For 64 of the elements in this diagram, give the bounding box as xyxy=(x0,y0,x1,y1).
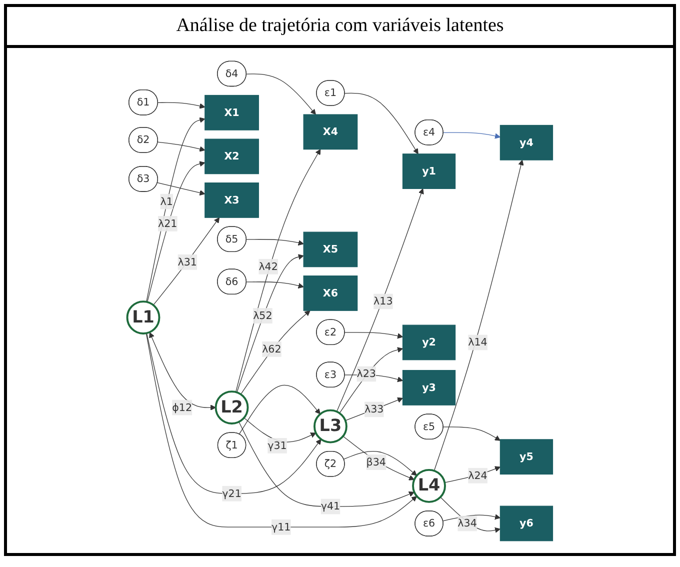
arrow xyxy=(146,116,206,302)
arrow xyxy=(146,332,322,494)
arrow xyxy=(246,281,304,288)
node-circle: L1 xyxy=(126,300,160,334)
arrow xyxy=(240,310,310,394)
node-box: y2 xyxy=(402,324,456,360)
arrow xyxy=(344,92,418,154)
edge-label: β34 xyxy=(366,455,386,468)
edge-label: λ14 xyxy=(468,336,488,348)
arrow xyxy=(343,450,418,476)
arrow xyxy=(443,426,500,440)
arrow xyxy=(158,102,206,108)
edge-label: λ23 xyxy=(356,367,376,380)
node-box: y3 xyxy=(402,369,456,405)
edge-label: ϕ12 xyxy=(172,400,192,413)
arrow xyxy=(345,396,404,420)
arrow xyxy=(235,148,321,392)
diagram-title: Análise de trajetória com variáveis latentes xyxy=(7,7,673,48)
edge-label: λ31 xyxy=(178,255,197,268)
node-box: X1 xyxy=(204,94,259,130)
edge-label: λ42 xyxy=(258,260,278,272)
edge-label: λ13 xyxy=(374,294,393,307)
node-circle: L4 xyxy=(412,468,446,502)
node-box: X6 xyxy=(303,275,358,310)
arrow xyxy=(339,346,404,413)
arrow xyxy=(149,332,216,410)
edge-label: λ34 xyxy=(458,516,477,529)
node-box: X2 xyxy=(204,138,259,174)
edge-label: λ52 xyxy=(253,308,272,322)
arrow xyxy=(246,238,304,246)
arrow xyxy=(146,160,206,302)
arrow xyxy=(342,435,415,480)
arrow xyxy=(157,182,206,196)
arrow xyxy=(344,374,404,382)
edge-label: λ21 xyxy=(158,216,178,229)
node-box: X3 xyxy=(204,182,259,218)
node-box: X4 xyxy=(303,114,358,150)
edge-label: γ21 xyxy=(222,486,242,499)
arrow xyxy=(344,332,404,338)
edge-label: λ62 xyxy=(262,342,282,354)
node-box: y1 xyxy=(402,153,456,188)
edge-label: γ11 xyxy=(272,520,291,532)
arrow xyxy=(238,421,415,506)
arrow xyxy=(238,384,320,434)
arrow xyxy=(158,141,206,152)
node-box: y4 xyxy=(500,124,554,160)
arrow xyxy=(443,132,500,138)
edge-label: λ33 xyxy=(364,402,384,415)
arrow xyxy=(244,417,316,442)
arrow xyxy=(236,254,304,392)
edge-label: γ41 xyxy=(320,500,340,512)
edge-label: λ24 xyxy=(468,468,488,481)
edge-label: λ1 xyxy=(160,194,173,207)
node-box: X5 xyxy=(303,231,358,267)
node-circle: L2 xyxy=(214,390,249,424)
arrow xyxy=(336,188,424,412)
edge-label: γ31 xyxy=(268,438,287,451)
arrow xyxy=(152,216,220,305)
node-circle: L3 xyxy=(314,408,348,443)
arrow xyxy=(434,159,524,471)
arrow xyxy=(246,73,316,114)
node-box: y5 xyxy=(500,438,554,474)
arrow xyxy=(146,332,418,527)
node-box: y6 xyxy=(500,505,554,541)
